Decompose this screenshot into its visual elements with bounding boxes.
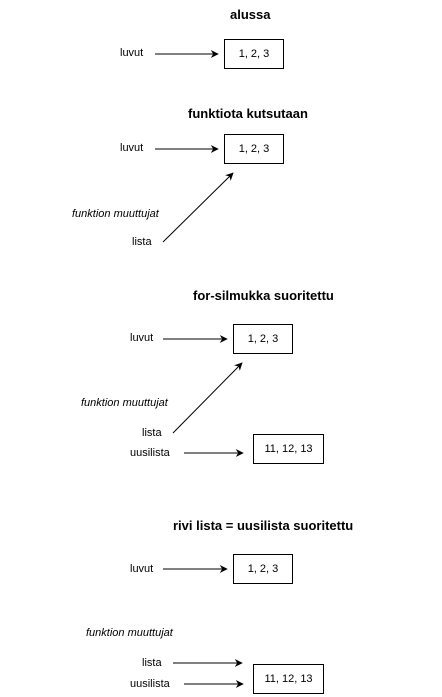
label-luvut-1: luvut [120,47,144,59]
label-uusilista-4: uusilista [130,678,170,690]
label-funktion-muuttujat-4: funktion muuttujat [86,627,173,639]
section-title-2: funktiota kutsutaan [188,106,308,121]
label-funktion-muuttujat-3: funktion muuttujat [81,397,168,409]
label-lista-3: lista [142,427,162,439]
label-luvut-2: luvut [120,142,144,154]
section-title-4: rivi lista = uusilista suoritettu [173,518,354,533]
list-box-uusilista-3: 11, 12, 13 [253,434,324,464]
label-uusilista-3: uusilista [130,447,170,459]
section-title-1: alussa [230,7,271,22]
list-box-luvut-1: 1, 2, 3 [224,39,284,69]
section-title-3: for-silmukka suoritettu [193,288,334,303]
label-funktion-muuttujat-2: funktion muuttujat [72,208,159,220]
label-lista-2: lista [132,236,152,248]
list-box-luvut-3: 1, 2, 3 [233,324,293,354]
label-lista-4: lista [142,657,162,669]
arrow-lista-2 [162,172,234,243]
arrow-lista-3 [172,362,243,434]
list-box-uusilista-4: 11, 12, 13 [253,664,324,694]
list-box-luvut-2: 1, 2, 3 [224,134,284,164]
label-luvut-4: luvut [130,563,154,575]
list-box-luvut-4: 1, 2, 3 [233,554,293,584]
label-luvut-3: luvut [130,332,154,344]
